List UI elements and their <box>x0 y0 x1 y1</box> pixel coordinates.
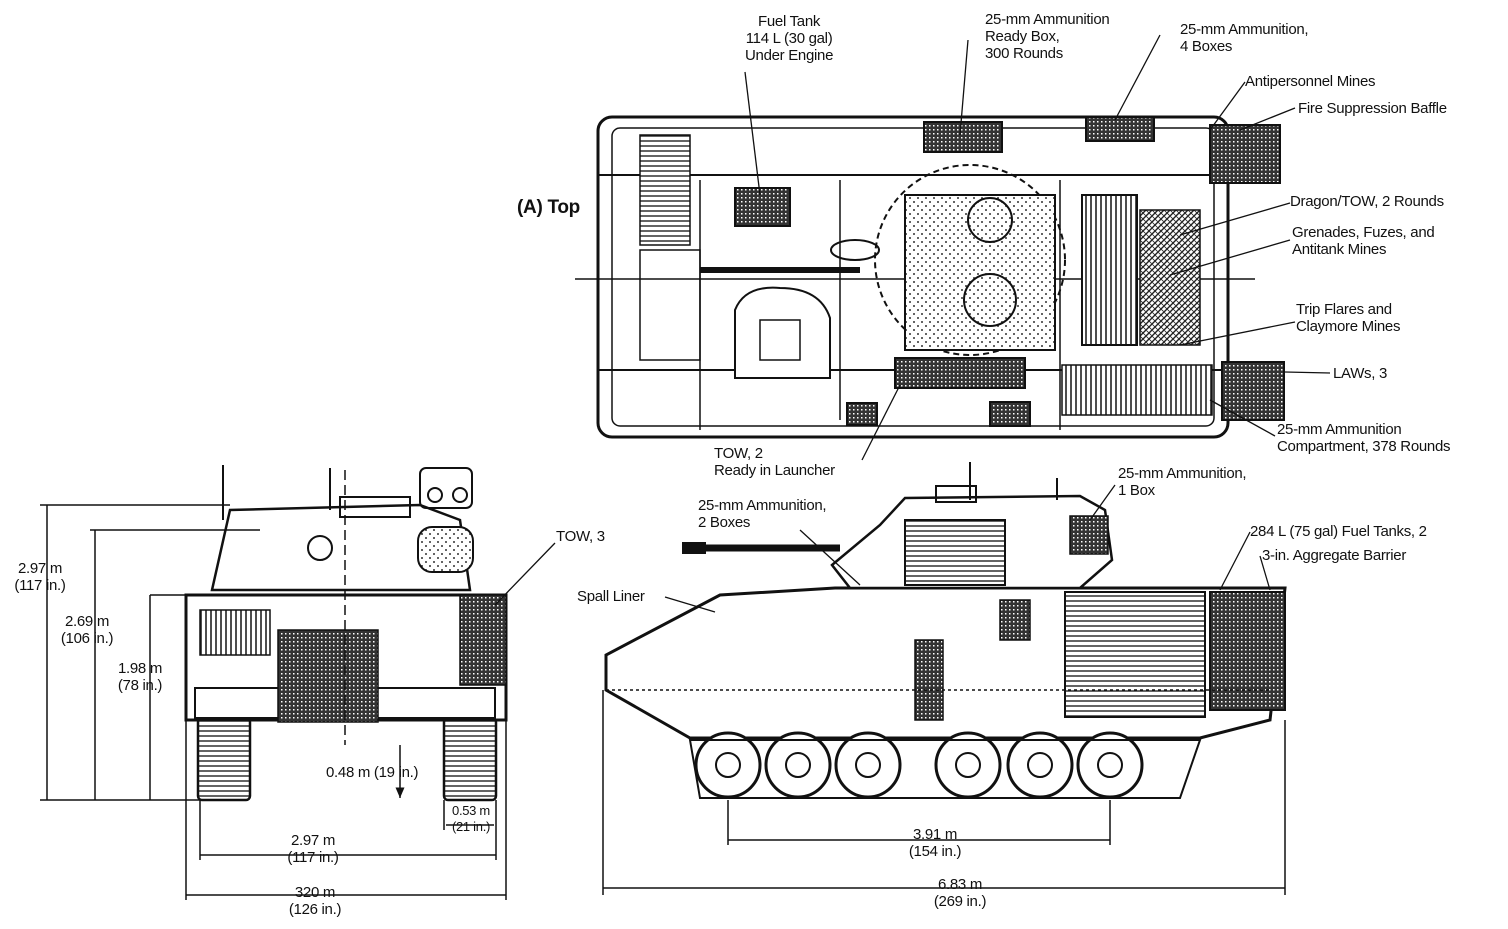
callout-dragon-tow: Dragon/TOW, 2 Rounds <box>1290 193 1444 210</box>
callout-fuel-tank: Fuel Tank 114 L (30 gal) Under Engine <box>745 13 833 64</box>
callout-aggregate-barrier: 3-in. Aggregate Barrier <box>1262 547 1407 564</box>
callout-grenades: Grenades, Fuzes, and Antitank Mines <box>1292 224 1435 258</box>
callout-fire-suppression-baffle: Fire Suppression Baffle <box>1298 100 1447 117</box>
callout-ammo-2-boxes: 25-mm Ammunition, 2 Boxes <box>698 497 827 531</box>
callout-ammo-1-box-line-2: 1 Box <box>1118 482 1155 499</box>
dim-overall-length-metric: 6.83 m <box>937 876 983 893</box>
dim-turret-height: 2.69 m (106 in.) <box>55 613 119 647</box>
dim-track-width: 0.53 m (21 in.) <box>446 803 496 835</box>
callout-trip-flares-line-1: Trip Flares and <box>1296 301 1392 318</box>
callout-ready-box-line-1: 25-mm Ammunition <box>985 11 1110 28</box>
dim-overall-height-imperial: (117 in.) <box>14 577 66 594</box>
dim-wheelbase-imperial: (154 in.) <box>908 843 962 860</box>
callout-ammo-4-boxes: 25-mm Ammunition, 4 Boxes <box>1180 21 1309 55</box>
view-label-top: (A) Top <box>517 197 580 218</box>
dim-wheelbase: 3.91 m (154 in.) <box>895 826 975 860</box>
dim-overall-width-metric: 320 m <box>294 884 336 901</box>
dim-hull-height-imperial: (78 in.) <box>117 677 163 694</box>
dim-track-width-metric: 0.53 m <box>452 803 490 818</box>
callout-ready-box-line-2: Ready Box, <box>985 28 1060 45</box>
dim-turret-height-metric: 2.69 m <box>64 613 110 630</box>
leader-lines <box>494 34 1331 613</box>
callout-ammo-4-boxes-line-2: 4 Boxes <box>1180 38 1233 55</box>
callout-ammo-compartment-line-1: 25-mm Ammunition <box>1277 421 1402 438</box>
callout-tow-launcher-line-1: TOW, 2 <box>714 445 763 462</box>
dim-track-width-imperial: (21 in.) <box>451 819 491 834</box>
callout-antipersonnel-mines: Antipersonnel Mines <box>1245 73 1376 90</box>
top-view-drawing <box>575 115 1285 439</box>
dim-track-span: 2.97 m (117 in.) <box>278 832 348 866</box>
dim-track-span-imperial: (117 in.) <box>287 849 339 866</box>
callout-rear-fuel-tanks: 284 L (75 gal) Fuel Tanks, 2 <box>1250 523 1427 540</box>
dim-wheelbase-metric: 3.91 m <box>912 826 958 843</box>
dim-overall-width: 320 m (126 in.) <box>280 884 350 918</box>
callout-fuel-tank-line-3: Under Engine <box>745 47 834 64</box>
callout-ready-box: 25-mm Ammunition Ready Box, 300 Rounds <box>985 11 1110 62</box>
side-view-drawing <box>604 462 1287 799</box>
callout-ammo-2-boxes-line-2: 2 Boxes <box>698 514 751 531</box>
front-view-drawing <box>184 465 508 802</box>
road-wheels <box>694 731 1144 799</box>
dim-overall-height-metric: 2.97 m <box>17 560 63 577</box>
dim-hull-height: 1.98 m (78 in.) <box>110 660 170 694</box>
callout-grenades-line-1: Grenades, Fuzes, and <box>1292 224 1435 241</box>
dimension-lines <box>40 504 1286 900</box>
callout-tow-launcher: TOW, 2 Ready in Launcher <box>714 445 835 479</box>
callout-tow-3: TOW, 3 <box>556 528 605 545</box>
dim-hull-height-metric: 1.98 m <box>117 660 163 677</box>
callout-ammo-compartment: 25-mm Ammunition Compartment, 378 Rounds <box>1277 421 1451 455</box>
dim-overall-length: 6.83 m (269 in.) <box>920 876 1000 910</box>
dim-overall-width-imperial: (126 in.) <box>288 901 342 918</box>
dim-ground-clearance: 0.48 m (19 in.) <box>326 764 419 781</box>
callout-ammo-2-boxes-line-1: 25-mm Ammunition, <box>698 497 827 514</box>
callout-grenades-line-2: Antitank Mines <box>1292 241 1387 258</box>
callout-ammo-4-boxes-line-1: 25-mm Ammunition, <box>1180 21 1309 38</box>
dim-turret-height-imperial: (106 in.) <box>60 630 114 647</box>
callout-tow-launcher-line-2: Ready in Launcher <box>714 462 835 479</box>
dim-overall-length-imperial: (269 in.) <box>933 893 987 910</box>
callout-spall-liner: Spall Liner <box>577 588 645 605</box>
callout-ammo-1-box-line-1: 25-mm Ammunition, <box>1118 465 1247 482</box>
callout-ready-box-line-3: 300 Rounds <box>985 45 1063 62</box>
callout-fuel-tank-line-2: 114 L (30 gal) <box>745 30 833 47</box>
callout-ammo-compartment-line-2: Compartment, 378 Rounds <box>1277 438 1451 455</box>
callout-ammo-1-box: 25-mm Ammunition, 1 Box <box>1118 465 1247 499</box>
dim-track-span-metric: 2.97 m <box>290 832 336 849</box>
callout-trip-flares-line-2: Claymore Mines <box>1296 318 1401 335</box>
dim-overall-height: 2.97 m (117 in.) <box>10 560 70 594</box>
callout-laws: LAWs, 3 <box>1333 365 1388 382</box>
callout-trip-flares: Trip Flares and Claymore Mines <box>1296 301 1400 335</box>
callout-fuel-tank-line-1: Fuel Tank <box>758 13 821 30</box>
